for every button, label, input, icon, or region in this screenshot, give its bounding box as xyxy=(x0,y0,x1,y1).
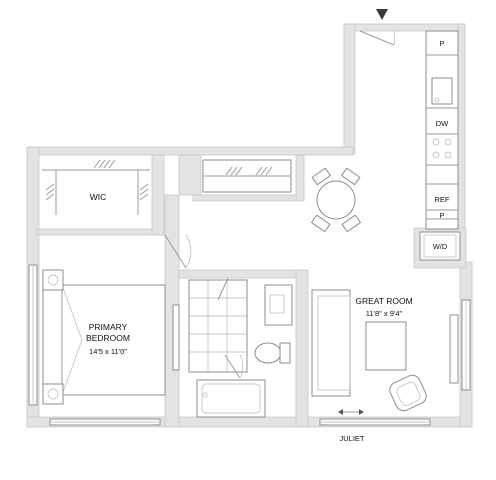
wic-closet xyxy=(42,159,150,215)
entry-arrow-icon xyxy=(376,9,388,20)
label-washer-dryer: W/D xyxy=(433,242,448,251)
room-size-great-room: 11'8" x 9'4" xyxy=(366,309,403,318)
great-room xyxy=(311,289,459,415)
bathroom xyxy=(188,277,293,418)
hall-closet xyxy=(202,159,292,193)
kitchen xyxy=(419,30,461,261)
label-refrigerator: REF xyxy=(435,195,450,204)
dining-table xyxy=(310,167,362,233)
label-juliet: JULIET xyxy=(339,434,364,443)
windows xyxy=(28,264,471,426)
room-label-bedroom-line2: BEDROOM xyxy=(86,333,130,343)
label-dishwasher: DW xyxy=(436,119,449,128)
room-label-bedroom-line1: PRIMARY xyxy=(89,322,128,332)
primary-bedroom xyxy=(42,234,192,405)
entry-door xyxy=(359,30,396,46)
room-label-wic: WIC xyxy=(90,192,107,202)
room-label-great-room: GREAT ROOM xyxy=(355,296,412,306)
room-size-bedroom: 14'5 x 11'0" xyxy=(89,347,127,356)
label-pantry-top: P xyxy=(439,39,444,48)
label-pantry-bottom: P xyxy=(439,211,444,220)
